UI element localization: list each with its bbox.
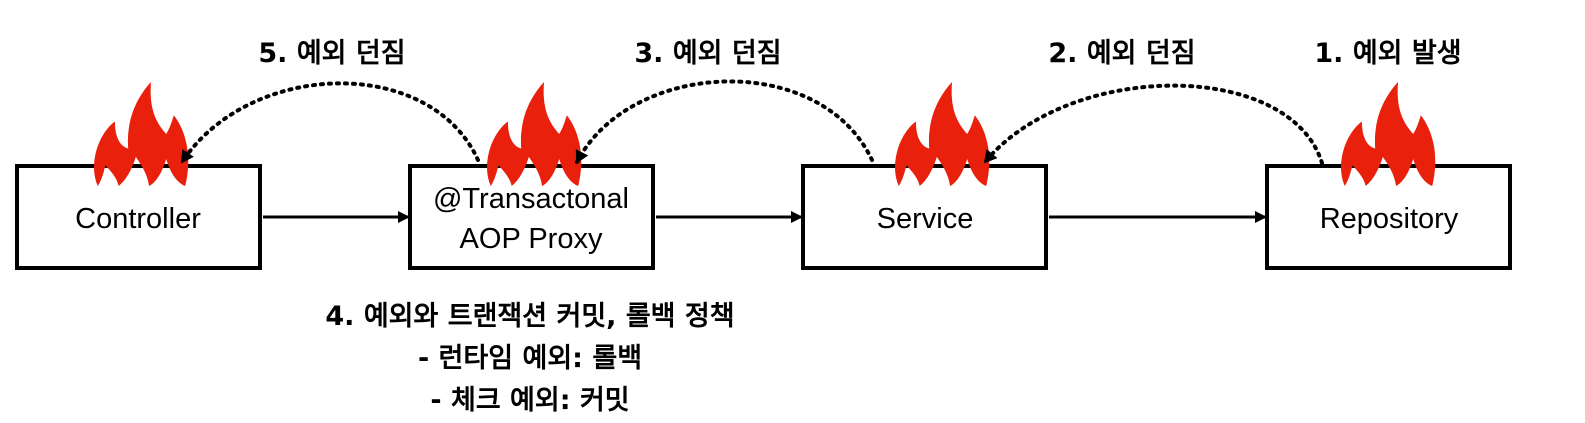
aop-proxy-box — [408, 164, 655, 270]
rollback-policy-note: 4. 예외와 트랜잭션 커밋, 롤백 정책 - 런타임 예외: 롤백 - 체크 … — [230, 296, 830, 422]
step2-label: 2. 예외 던짐 — [1048, 38, 1195, 69]
controller-box — [15, 164, 262, 270]
exception-arrow-repository-to-service — [983, 83, 1324, 165]
policy-title: 4. 예외와 트랜잭션 커밋, 롤백 정책 — [325, 301, 735, 332]
aop-proxy-label-line2: AOP Proxy — [460, 223, 603, 255]
exception-arrow-service-to-proxy — [575, 79, 874, 164]
controller-label: Controller — [75, 203, 201, 235]
aop-proxy-label-line1: @Transactonal — [433, 183, 629, 215]
step3-label: 3. 예외 던짐 — [634, 38, 781, 69]
repository-box — [1265, 164, 1512, 270]
step5-label: 5. 예외 던짐 — [258, 38, 405, 69]
service-label: Service — [877, 203, 974, 235]
policy-runtime-exception: - 런타임 예외: 롤백 — [417, 343, 643, 374]
exception-arrow-proxy-to-controller — [180, 81, 480, 164]
repository-label: Repository — [1320, 203, 1459, 235]
step1-label: 1. 예외 발생 — [1314, 38, 1461, 69]
policy-checked-exception: - 체크 예외: 커밋 — [430, 385, 630, 416]
